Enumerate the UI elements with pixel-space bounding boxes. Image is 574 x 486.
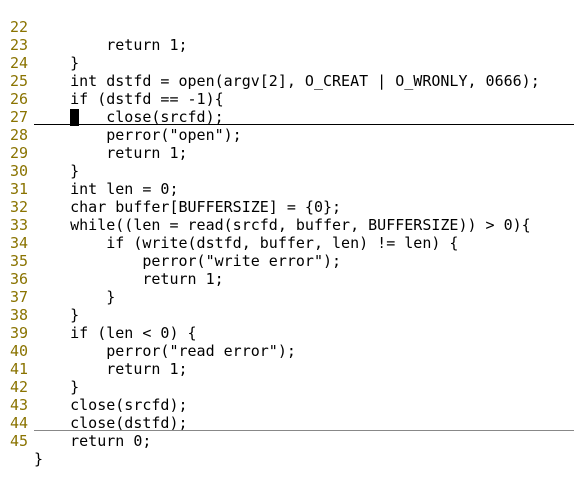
code-text[interactable]: if (write(dstfd, buffer, len) != len) { <box>34 234 459 252</box>
code-line[interactable]: 31 char buffer[BUFFERSIZE] = {0}; <box>0 162 574 216</box>
code-line[interactable]: 40 return 1; <box>0 324 574 378</box>
code-text[interactable]: } <box>34 450 44 468</box>
code-line[interactable]: 23 } <box>0 18 574 72</box>
cursor-line-divider <box>34 124 574 125</box>
line-number: 26 <box>9 90 28 108</box>
code-text[interactable]: if (len < 0) { <box>34 324 197 342</box>
code-text[interactable]: } <box>34 54 80 72</box>
line-number: 42 <box>9 378 28 396</box>
code-line[interactable]: 22 return 1; <box>0 0 574 54</box>
code-line[interactable]: 38 if (len < 0) { <box>0 288 574 342</box>
code-text[interactable]: perror("write error"); <box>34 252 342 270</box>
line-number: 27 <box>9 108 28 126</box>
code-line[interactable]: 33 if (write(dstfd, buffer, len) != len)… <box>0 198 574 252</box>
code-text[interactable]: } <box>34 162 80 180</box>
code-text[interactable]: return 1; <box>34 144 188 162</box>
code-text[interactable]: } <box>34 306 80 324</box>
line-number: 35 <box>9 252 28 270</box>
code-line[interactable]: 25 if (dstfd == -1){ <box>0 54 574 108</box>
line-number: 31 <box>9 180 28 198</box>
code-text[interactable]: char buffer[BUFFERSIZE] = {0}; <box>34 198 342 216</box>
line-number: 37 <box>9 288 28 306</box>
code-line[interactable]: 39 perror("read error"); <box>0 306 574 360</box>
code-text[interactable]: } <box>34 378 80 396</box>
line-number: 32 <box>9 198 28 216</box>
text-cursor <box>70 109 79 126</box>
code-line[interactable]: 32 while((len = read(srcfd, buffer, BUFF… <box>0 180 574 234</box>
line-number: 34 <box>9 234 28 252</box>
code-line[interactable]: 30 int len = 0; <box>0 144 574 198</box>
line-number: 29 <box>9 144 28 162</box>
code-text[interactable]: int len = 0; <box>34 180 179 198</box>
code-line[interactable]: 34 perror("write error"); <box>0 216 574 270</box>
code-line[interactable]: 28 return 1; <box>0 108 574 162</box>
line-number: 23 <box>9 36 28 54</box>
code-line[interactable]: 44 return 0; <box>0 396 574 450</box>
code-text[interactable]: if (dstfd == -1){ <box>34 90 224 108</box>
line-number: 38 <box>9 306 28 324</box>
code-line[interactable]: 42 close(srcfd); <box>0 360 574 414</box>
line-number: 36 <box>9 270 28 288</box>
code-line[interactable]: 41 } <box>0 342 574 396</box>
line-number: 30 <box>9 162 28 180</box>
code-line[interactable]: 35 return 1; <box>0 234 574 288</box>
line-number: 44 <box>9 414 28 432</box>
line-number: 33 <box>9 216 28 234</box>
code-line[interactable]: 26 close(srcfd); <box>0 72 574 126</box>
line-number: 45 <box>9 432 28 450</box>
line-number: 39 <box>9 324 28 342</box>
code-text[interactable]: return 1; <box>34 36 188 54</box>
code-text[interactable]: } <box>34 288 116 306</box>
code-text[interactable]: while((len = read(srcfd, buffer, BUFFERS… <box>34 216 531 234</box>
code-text[interactable]: return 0; <box>34 432 152 450</box>
code-line[interactable]: 27 perror("open"); <box>0 90 574 144</box>
code-text[interactable]: perror("read error"); <box>34 342 296 360</box>
editor-bottom-border <box>34 430 574 431</box>
code-editor[interactable]: 22 return 1; 23 } 24 int dstfd = open(ar… <box>0 0 574 468</box>
line-number: 43 <box>9 396 28 414</box>
line-number: 28 <box>9 126 28 144</box>
code-line[interactable]: 36 } <box>0 252 574 306</box>
line-number: 24 <box>9 54 28 72</box>
code-text[interactable]: int dstfd = open(argv[2], O_CREAT | O_WR… <box>34 72 540 90</box>
code-text[interactable]: perror("open"); <box>34 126 242 144</box>
code-line[interactable]: 43 close(dstfd); <box>0 378 574 432</box>
code-text[interactable]: close(srcfd); <box>34 396 188 414</box>
code-text[interactable]: return 1; <box>34 360 188 378</box>
code-line[interactable]: 24 int dstfd = open(argv[2], O_CREAT | O… <box>0 36 574 90</box>
code-line[interactable]: 29 } <box>0 126 574 180</box>
line-number: 25 <box>9 72 28 90</box>
code-text[interactable]: close(dstfd); <box>34 414 188 432</box>
code-text[interactable]: return 1; <box>34 270 224 288</box>
line-number: 22 <box>9 18 28 36</box>
code-text[interactable]: close(srcfd); <box>34 108 224 126</box>
code-line[interactable]: 37 } <box>0 270 574 324</box>
line-number: 41 <box>9 360 28 378</box>
line-number: 40 <box>9 342 28 360</box>
